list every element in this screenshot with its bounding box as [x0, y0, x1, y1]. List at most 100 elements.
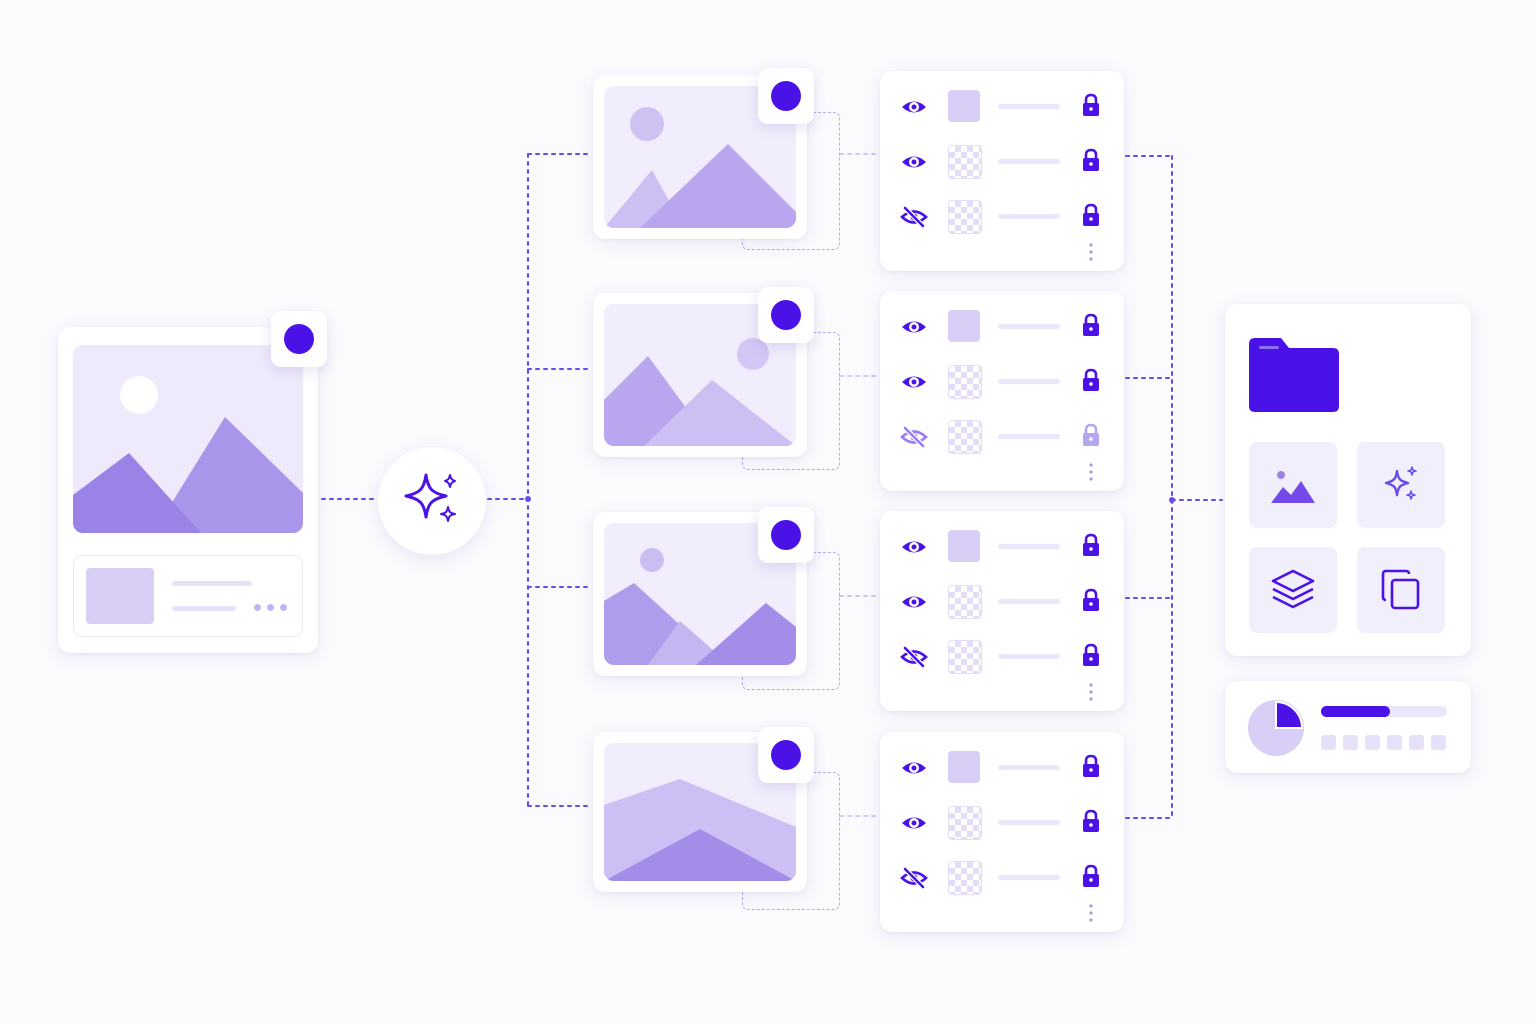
variant-2-preview — [604, 304, 796, 446]
layer-panel-2 — [880, 291, 1124, 491]
source-image-card[interactable] — [58, 327, 318, 653]
layer-name-placeholder — [998, 434, 1060, 439]
layer-swatch — [948, 861, 982, 895]
variant-1-status-badge — [758, 68, 814, 124]
lock-icon[interactable] — [1082, 313, 1100, 337]
eye-icon[interactable] — [900, 811, 928, 835]
layer-row[interactable] — [880, 362, 1124, 402]
layer-panel-1 — [880, 71, 1124, 271]
lock-icon[interactable] — [1082, 93, 1100, 117]
variant-3-preview — [604, 523, 796, 665]
layer-name-placeholder — [998, 379, 1060, 384]
variant-1-card[interactable] — [593, 75, 807, 239]
layer-swatch — [948, 90, 980, 122]
meta-line-2 — [172, 606, 236, 611]
source-meta-row — [73, 555, 303, 637]
lock-icon[interactable] — [1082, 643, 1100, 667]
progress-step — [1431, 735, 1446, 750]
lock-icon[interactable] — [1082, 864, 1100, 888]
eye-off-icon[interactable] — [900, 866, 928, 890]
folder-icon[interactable] — [1249, 338, 1339, 412]
kebab-icon[interactable] — [1089, 904, 1093, 922]
variant-3-status-badge — [758, 507, 814, 563]
eye-icon[interactable] — [900, 370, 928, 394]
image-icon — [1271, 471, 1315, 503]
copy-icon — [1381, 569, 1420, 610]
eye-icon[interactable] — [900, 590, 928, 614]
layer-swatch — [948, 200, 982, 234]
layer-name-placeholder — [998, 324, 1060, 329]
layer-row[interactable] — [880, 582, 1124, 622]
variant-3-card[interactable] — [593, 512, 807, 676]
eye-off-icon[interactable] — [900, 425, 928, 449]
layer-row[interactable] — [880, 142, 1124, 182]
kebab-icon[interactable] — [1089, 683, 1093, 701]
layer-row[interactable] — [880, 803, 1124, 843]
layer-row[interactable] — [880, 417, 1124, 457]
layer-row[interactable] — [880, 637, 1124, 677]
variant-4-card[interactable] — [593, 732, 807, 892]
layer-row[interactable] — [880, 748, 1124, 788]
lock-icon[interactable] — [1082, 754, 1100, 778]
export-tile-layers[interactable] — [1249, 547, 1337, 633]
layer-swatch — [948, 365, 982, 399]
progress-track — [1321, 706, 1447, 717]
lock-icon[interactable] — [1082, 368, 1100, 392]
lock-icon[interactable] — [1082, 588, 1100, 612]
progress-steps — [1321, 735, 1447, 751]
ai-magic-node[interactable] — [378, 447, 486, 555]
lock-icon[interactable] — [1082, 809, 1100, 833]
pie-chart-icon — [1248, 700, 1304, 756]
variant-2-card[interactable] — [593, 293, 807, 457]
layer-swatch — [948, 420, 982, 454]
eye-icon[interactable] — [900, 535, 928, 559]
layer-row[interactable] — [880, 858, 1124, 898]
lock-icon[interactable] — [1082, 423, 1100, 447]
meta-more-dots[interactable] — [254, 604, 288, 612]
layer-row[interactable] — [880, 197, 1124, 237]
eye-icon[interactable] — [900, 150, 928, 174]
progress-step — [1365, 735, 1380, 750]
layer-name-placeholder — [998, 654, 1060, 659]
lock-icon[interactable] — [1082, 203, 1100, 227]
layer-swatch — [948, 585, 982, 619]
layer-name-placeholder — [998, 159, 1060, 164]
layer-swatch — [948, 640, 982, 674]
source-status-badge — [271, 311, 327, 367]
kebab-icon[interactable] — [1089, 243, 1093, 261]
source-image-preview — [73, 345, 303, 533]
layer-swatch — [948, 310, 980, 342]
meta-line-1 — [172, 581, 252, 586]
sparkles-icon — [1384, 466, 1417, 500]
layers-icon — [1271, 569, 1315, 609]
sparkles-icon — [404, 473, 456, 522]
eye-off-icon[interactable] — [900, 205, 928, 229]
eye-icon[interactable] — [900, 315, 928, 339]
layer-name-placeholder — [998, 599, 1060, 604]
progress-step — [1321, 735, 1336, 750]
export-tile-sparkles[interactable] — [1357, 442, 1445, 528]
progress-step — [1387, 735, 1402, 750]
eye-icon[interactable] — [900, 95, 928, 119]
layer-panel-3 — [880, 511, 1124, 711]
layer-name-placeholder — [998, 820, 1060, 825]
layer-swatch — [948, 145, 982, 179]
layer-row[interactable] — [880, 527, 1124, 567]
lock-icon[interactable] — [1082, 533, 1100, 557]
kebab-icon[interactable] — [1089, 463, 1093, 481]
eye-off-icon[interactable] — [900, 645, 928, 669]
layer-swatch — [948, 806, 982, 840]
variant-2-status-badge — [758, 287, 814, 343]
eye-icon[interactable] — [900, 756, 928, 780]
progress-step — [1409, 735, 1424, 750]
lock-icon[interactable] — [1082, 148, 1100, 172]
export-tile-image[interactable] — [1249, 442, 1337, 528]
export-tile-copy[interactable] — [1357, 547, 1445, 633]
progress-panel — [1225, 681, 1471, 773]
layer-name-placeholder — [998, 104, 1060, 109]
layer-row[interactable] — [880, 307, 1124, 347]
variant-4-preview — [604, 743, 796, 881]
variant-4-status-badge — [758, 727, 814, 783]
layer-row[interactable] — [880, 87, 1124, 127]
progress-fill — [1321, 706, 1391, 717]
